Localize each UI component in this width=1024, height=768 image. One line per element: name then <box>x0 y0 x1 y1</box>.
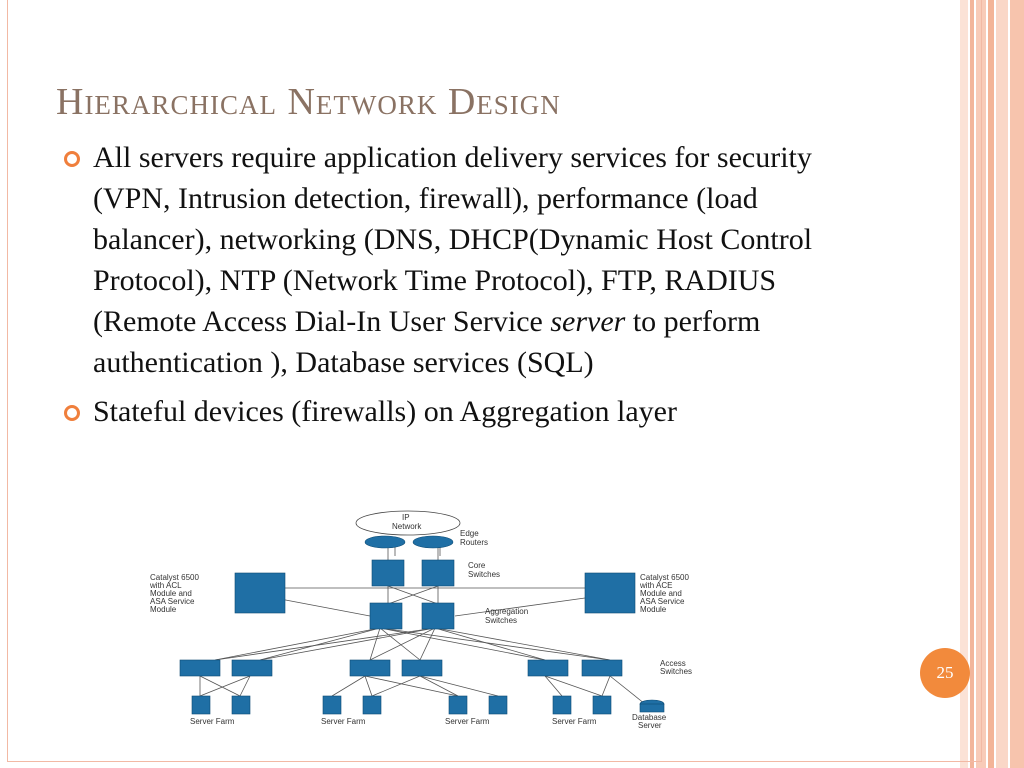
database-label: Database <box>632 713 667 722</box>
page-number-badge: 25 <box>920 648 970 698</box>
bullet-item-servers: All servers require application delivery… <box>60 137 880 383</box>
aggregation-label: Aggregation <box>485 607 528 616</box>
ip-network-cloud: IP Network <box>355 510 461 536</box>
catalyst-right: Catalyst 6500 with ACE Module and ASA Se… <box>584 572 689 614</box>
catalyst-left-label: ASA Service <box>150 597 195 606</box>
access-label: Access <box>660 659 686 668</box>
access-label: Switches <box>660 667 692 676</box>
slide-frame <box>7 0 982 762</box>
server-farm-label: Server Farm <box>552 717 597 726</box>
network-diagram: IP Network Edge Routers Core Switches Ca… <box>149 510 692 730</box>
bullet-marker-icon <box>64 405 80 421</box>
catalyst-right-label: Module and <box>640 589 682 598</box>
bullet-marker-icon <box>64 151 80 167</box>
server-farm-label: Server Farm <box>445 717 490 726</box>
bullet-text-emphasis: server <box>550 305 626 338</box>
aggregation-switches <box>369 602 455 630</box>
catalyst-right-label: ASA Service <box>640 597 685 606</box>
catalyst-right-label: Catalyst 6500 <box>640 573 689 582</box>
bullet-text: Stateful devices (firewalls) on Aggregat… <box>93 395 677 428</box>
catalyst-left: Catalyst 6500 with ACL Module and ASA Se… <box>149 572 286 614</box>
aggregation-label: Switches <box>485 616 517 625</box>
catalyst-left-label: Module <box>150 605 177 614</box>
server-farm-label: Server Farm <box>321 717 366 726</box>
core-switches-label: Switches <box>468 570 500 579</box>
core-switches <box>371 559 455 587</box>
catalyst-right-label: Module <box>640 605 667 614</box>
connection-lines <box>199 538 651 709</box>
slide-title: Hierarchical Network Design <box>56 81 561 123</box>
access-switches <box>179 659 623 677</box>
catalyst-right-label: with ACE <box>639 581 672 590</box>
edge-routers <box>364 535 454 549</box>
catalyst-left-label: Module and <box>150 589 192 598</box>
servers <box>191 695 665 715</box>
database-label: Server <box>638 721 662 730</box>
server-farm-label: Server Farm <box>190 717 235 726</box>
cloud-label: IP <box>402 513 410 522</box>
cloud-label: Network <box>392 522 422 531</box>
edge-routers-label: Edge <box>460 529 479 538</box>
bullet-text-part: All servers require application delivery… <box>93 141 813 338</box>
bullet-text-part: to perform authentication ), Database se… <box>93 305 761 379</box>
catalyst-left-label: Catalyst 6500 <box>150 573 199 582</box>
bullet-list: All servers require application delivery… <box>60 137 880 440</box>
bullet-item-stateful: Stateful devices (firewalls) on Aggregat… <box>60 391 880 432</box>
core-switches-label: Core <box>468 561 486 570</box>
catalyst-left-label: with ACL <box>149 581 182 590</box>
edge-routers-label: Routers <box>460 538 488 547</box>
